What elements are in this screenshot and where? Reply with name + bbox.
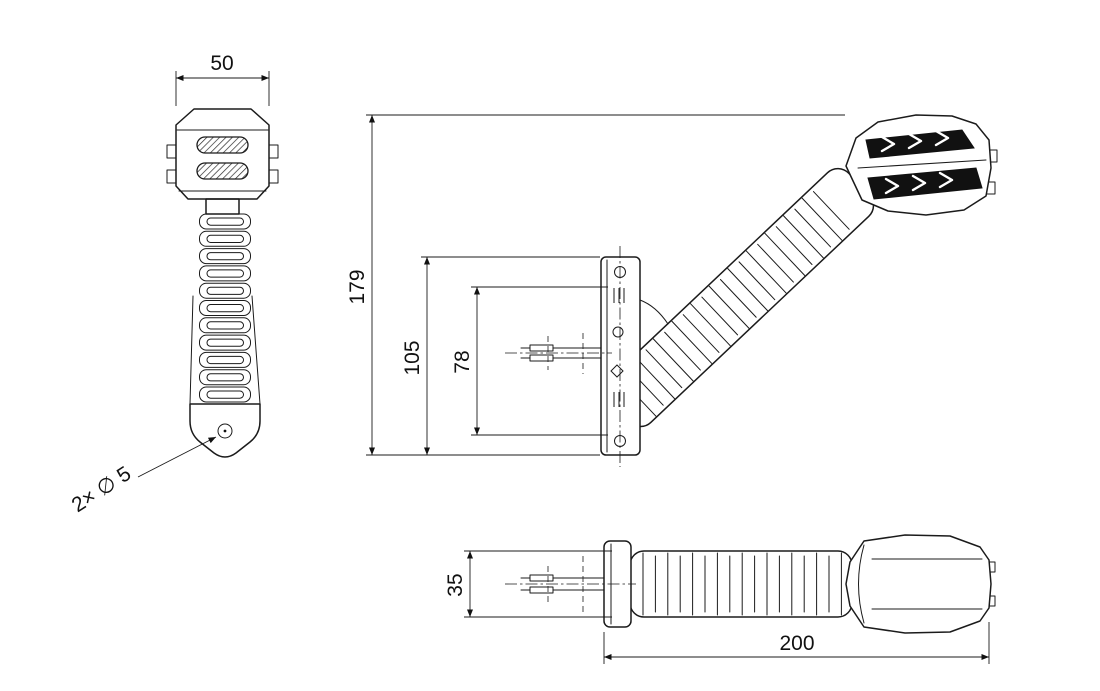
top-view: 35 200: [444, 534, 996, 664]
front-foot: [189, 403, 261, 458]
front-flex-arm: [189, 198, 261, 405]
side-view: 179 105 78: [346, 114, 998, 467]
arm-fairing: [639, 299, 669, 325]
dim-label-front-width: 50: [210, 52, 233, 75]
top-flex-arm: [629, 550, 853, 618]
arm-neck: [205, 198, 240, 215]
hole-callout: 2× ∅ 5: [68, 436, 217, 517]
dim-label-inner-height: 78: [451, 350, 474, 373]
dim-label-total-height: 179: [346, 269, 369, 304]
side-wires: [505, 333, 612, 374]
top-arm-ribs: [642, 552, 842, 616]
side-lamp-head: [845, 114, 998, 216]
side-arm-ribs: [640, 191, 850, 417]
dim-label-body-height: 35: [444, 573, 467, 596]
lens-slot-top: [196, 136, 249, 154]
front-lamp-head: [166, 108, 279, 200]
dim-label-hole-note: 2× ∅ 5: [68, 462, 136, 517]
top-wires: [505, 556, 636, 612]
top-dimensions: 35 200: [444, 550, 990, 664]
front-arm-ribs: [199, 213, 251, 403]
lens-slot-bottom: [196, 162, 249, 180]
front-dimension-width: 50: [175, 52, 270, 106]
dim-label-total-length: 200: [779, 632, 814, 655]
mounting-bracket: [600, 246, 641, 467]
side-flex-arm: [640, 167, 875, 428]
approval-markings: [610, 288, 625, 407]
top-lamp-head: [845, 534, 996, 634]
mounting-hole: [217, 423, 233, 439]
dim-label-bracket-height: 105: [401, 340, 424, 375]
side-dimensions: 179 105 78: [346, 114, 845, 456]
front-view: 50 2× ∅ 5: [68, 52, 279, 517]
